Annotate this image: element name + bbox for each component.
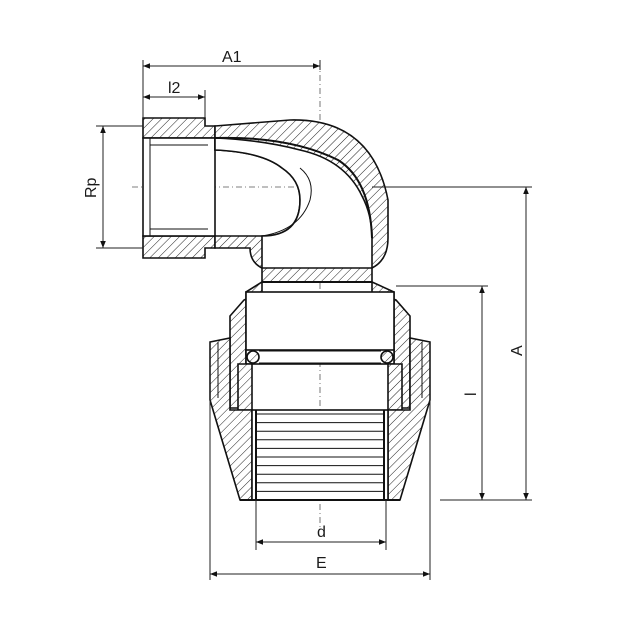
o-ring-left: [246, 350, 260, 364]
a-label: A: [509, 345, 526, 356]
port-bore: [142, 137, 216, 237]
inner-ring-left: [237, 363, 253, 411]
l-label: l: [463, 392, 480, 396]
grip-teeth: [240, 410, 400, 501]
port-wall-top: [142, 117, 216, 139]
threaded-port: [142, 117, 216, 259]
inner-ring-right: [387, 363, 403, 411]
elbow-body: [214, 119, 389, 283]
port-wall-bottom: [142, 235, 216, 259]
elbow-inner-curve-2: [261, 167, 312, 237]
o-ring-right: [380, 350, 394, 364]
o-ring-groove: [245, 349, 395, 365]
a1-label: A1: [222, 49, 242, 66]
compression-nut: [209, 337, 431, 501]
e-label: E: [316, 555, 327, 572]
d-label: d: [317, 524, 326, 541]
l2-label: l2: [168, 80, 181, 97]
grip-ring: [251, 409, 389, 501]
body-bore: [245, 291, 395, 355]
rp-label: Rp: [83, 177, 100, 198]
elbow-inner-curve: [214, 136, 373, 239]
dimensions: A1 l2 Rp A l d E: [83, 49, 532, 580]
